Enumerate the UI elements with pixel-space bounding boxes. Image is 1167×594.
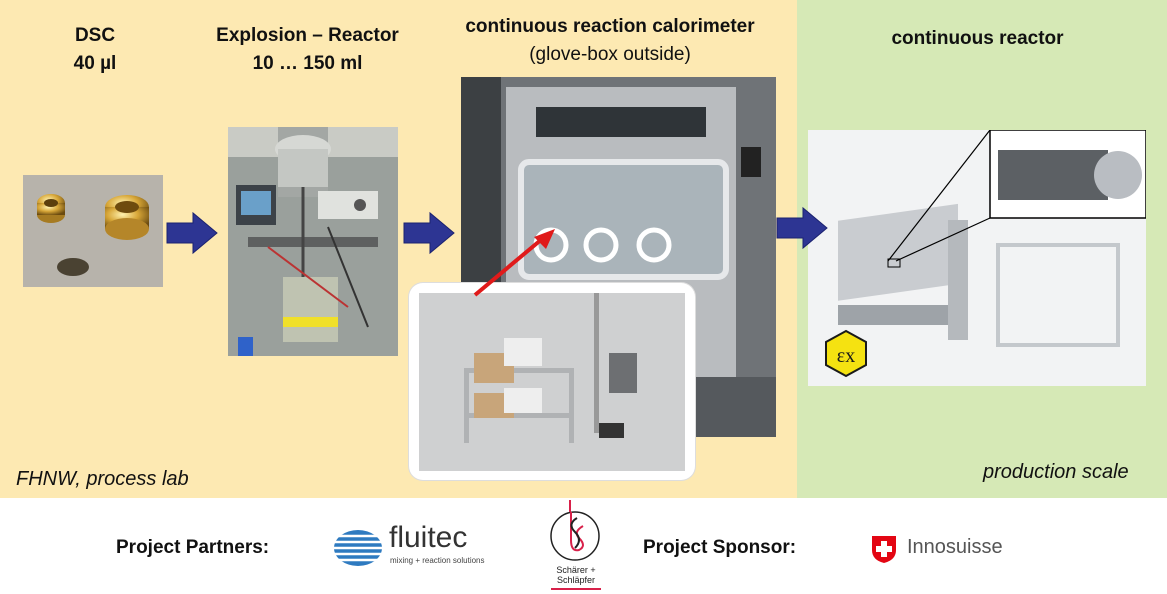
dsc-title: DSC 40 µl: [40, 22, 150, 78]
innosuisse-wordmark: Innosuisse: [907, 536, 1003, 558]
explosion-reactor-title: Explosion – Reactor 10 … 150 ml: [200, 22, 415, 78]
schaerer-circle-icon: [550, 511, 600, 561]
schaerer-line1: Schärer +: [556, 565, 596, 575]
ex-warning-sign-icon: εx: [825, 329, 867, 378]
continuous-reactor-title-line1: continuous reactor: [891, 28, 1064, 49]
flow-arrow-1: [166, 211, 218, 255]
fluitec-tagline: mixing + reaction solutions: [390, 556, 485, 565]
project-sponsor-label: Project Sponsor:: [643, 537, 797, 558]
dsc-crucible-photo: [23, 175, 163, 287]
explosion-reactor-title-line2: 10 … 150 ml: [252, 53, 363, 74]
calorimeter-title-line1: continuous reaction calorimeter: [465, 16, 755, 37]
dsc-title-line1: DSC: [74, 25, 116, 46]
production-scale-label: production scale: [983, 461, 1129, 483]
schaerer-text: Schärer + Schläpfer: [547, 565, 605, 585]
explosion-reactor-photo: [228, 127, 398, 356]
flow-arrow-2: [403, 211, 455, 255]
schaerer-schlaepfer-logo: Schärer + Schläpfer: [547, 500, 605, 594]
dsc-title-line2: 40 µl: [73, 53, 117, 74]
fluitec-wordmark: fluitec: [389, 521, 468, 554]
continuous-reactor-title: continuous reactor: [855, 25, 1100, 53]
schaerer-underline: [551, 588, 601, 590]
schaerer-line2: Schläpfer: [556, 575, 596, 585]
project-partners-label: Project Partners:: [116, 537, 270, 558]
flow-arrow-3: [776, 206, 828, 250]
fluitec-globe-icon: [334, 530, 382, 566]
red-pointer-arrow: [473, 229, 555, 297]
svg-text:εx: εx: [837, 345, 855, 367]
innosuisse-logo: Innosuisse: [870, 533, 1020, 565]
process-lab-label: FHNW, process lab: [16, 468, 189, 490]
calorimeter-inset-photo: [409, 283, 695, 480]
swiss-shield-icon: [872, 536, 896, 563]
continuous-reactor-photo: εx: [808, 130, 1146, 386]
explosion-reactor-title-line1: Explosion – Reactor: [216, 25, 399, 46]
fluitec-logo: fluitec mixing + reaction solutions: [332, 521, 512, 570]
calorimeter-title: continuous reaction calorimeter (glove-b…: [440, 13, 780, 69]
calorimeter-title-line2: (glove-box outside): [529, 44, 691, 65]
schaerer-top-line: [569, 500, 571, 512]
